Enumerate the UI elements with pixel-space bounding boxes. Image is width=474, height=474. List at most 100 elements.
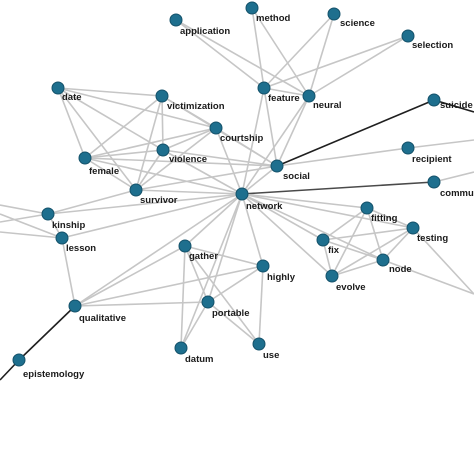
node-science[interactable] (327, 7, 341, 21)
edge-portable-qualitative (74, 301, 209, 307)
nodes-layer (12, 1, 441, 367)
edge-social-suicide (276, 99, 435, 167)
node-survivor[interactable] (129, 183, 143, 197)
node-label-violence: violence (169, 154, 207, 165)
node-feature[interactable] (257, 81, 271, 95)
node-label-recipient: recipient (412, 154, 452, 165)
node-label-gather: gather (189, 251, 218, 262)
edge-network-testing (241, 193, 414, 229)
edge-method-neural (251, 7, 310, 97)
node-network[interactable] (235, 187, 249, 201)
edge-highly-portable (207, 265, 264, 303)
edge-courtship-survivor (135, 127, 217, 191)
node-selection[interactable] (401, 29, 415, 43)
node-label-qualitative: qualitative (79, 313, 126, 324)
node-evolve[interactable] (325, 269, 339, 283)
node-label-date: date (62, 92, 82, 103)
edge-survivor-kinship (47, 189, 137, 215)
edge-highly-use (258, 265, 264, 345)
edge-network-kinship (47, 193, 243, 215)
edge-qualitative-epistemology (18, 305, 76, 361)
edge-survivor-network (135, 189, 243, 195)
node-suicide[interactable] (427, 93, 441, 107)
node-label-female: female (89, 166, 119, 177)
edge-date-victimization (57, 87, 163, 97)
edge-violence-social (162, 149, 278, 167)
node-label-survivor: survivor (140, 195, 178, 206)
node-label-node: node (389, 264, 412, 275)
node-label-method: method (256, 13, 291, 24)
edge-gather-datum (180, 245, 186, 349)
node-recipient[interactable] (401, 141, 415, 155)
edge-feature-network (241, 87, 265, 195)
edge-node-edge-r (382, 259, 474, 295)
node-neural[interactable] (302, 89, 316, 103)
node-label-epistemology: epistemology (23, 369, 85, 380)
node-violence[interactable] (156, 143, 170, 157)
node-datum[interactable] (174, 341, 188, 355)
edge-network-fix (241, 193, 324, 241)
node-label-lesson: lesson (66, 243, 96, 254)
node-fix[interactable] (316, 233, 330, 247)
edge-network-qualitative (74, 193, 243, 307)
edge-fitting-node (366, 207, 384, 261)
node-label-selection: selection (412, 40, 453, 51)
edge-female-survivor (84, 157, 137, 191)
edge-testing-node (382, 227, 414, 261)
node-lesson[interactable] (55, 231, 69, 245)
node-courtship[interactable] (209, 121, 223, 135)
node-label-evolve: evolve (336, 282, 366, 293)
node-label-suicide: suicide (440, 100, 473, 111)
edge-network-fitting (241, 193, 368, 209)
edge-network-evolve (241, 193, 333, 277)
node-qualitative[interactable] (68, 299, 82, 313)
node-label-highly: highly (267, 272, 296, 283)
edge-testing-evolve (331, 227, 414, 277)
edge-offscreen-kinship-1 (0, 204, 49, 215)
edge-network-node (241, 193, 384, 261)
node-victimization[interactable] (155, 89, 169, 103)
edge-network-commu (241, 181, 435, 195)
edge-application-feature (175, 19, 265, 89)
node-gather[interactable] (178, 239, 192, 253)
edge-offscreen-suicide (433, 99, 474, 113)
node-use[interactable] (252, 337, 266, 351)
edge-network-lesson (61, 193, 243, 239)
edge-testing-fix (322, 227, 414, 241)
edge-courtship-female (84, 127, 217, 159)
edge-fitting-fix (322, 207, 368, 241)
edge-fitting-evolve (331, 207, 368, 277)
edge-survivor-social (135, 165, 278, 191)
node-label-fix: fix (328, 245, 340, 256)
node-node[interactable] (376, 253, 390, 267)
node-kinship[interactable] (41, 207, 55, 221)
node-portable[interactable] (201, 295, 215, 309)
node-fitting[interactable] (360, 201, 374, 215)
node-method[interactable] (245, 1, 259, 15)
edge-female-social (84, 157, 278, 167)
node-date[interactable] (51, 81, 65, 95)
node-label-neural: neural (313, 100, 342, 111)
node-label-feature: feature (268, 93, 300, 104)
node-application[interactable] (169, 13, 183, 27)
edge-network-gather (184, 193, 243, 247)
node-label-datum: datum (185, 354, 214, 365)
edge-gather-qualitative (74, 245, 186, 307)
node-female[interactable] (78, 151, 92, 165)
edge-portable-datum (180, 301, 209, 349)
edge-method-feature (251, 7, 265, 89)
edge-science-feature (263, 13, 335, 89)
node-highly[interactable] (256, 259, 270, 273)
node-label-testing: testing (417, 233, 448, 244)
edge-neural-social (276, 95, 310, 167)
node-testing[interactable] (406, 221, 420, 235)
node-epistemology[interactable] (12, 353, 26, 367)
edge-date-courtship (57, 87, 217, 129)
node-commu[interactable] (427, 175, 441, 189)
edge-violence-female (84, 149, 164, 159)
edge-fix-node (322, 239, 384, 261)
edge-social-network (241, 165, 278, 195)
edge-fitting-testing (366, 207, 414, 229)
node-social[interactable] (270, 159, 284, 173)
